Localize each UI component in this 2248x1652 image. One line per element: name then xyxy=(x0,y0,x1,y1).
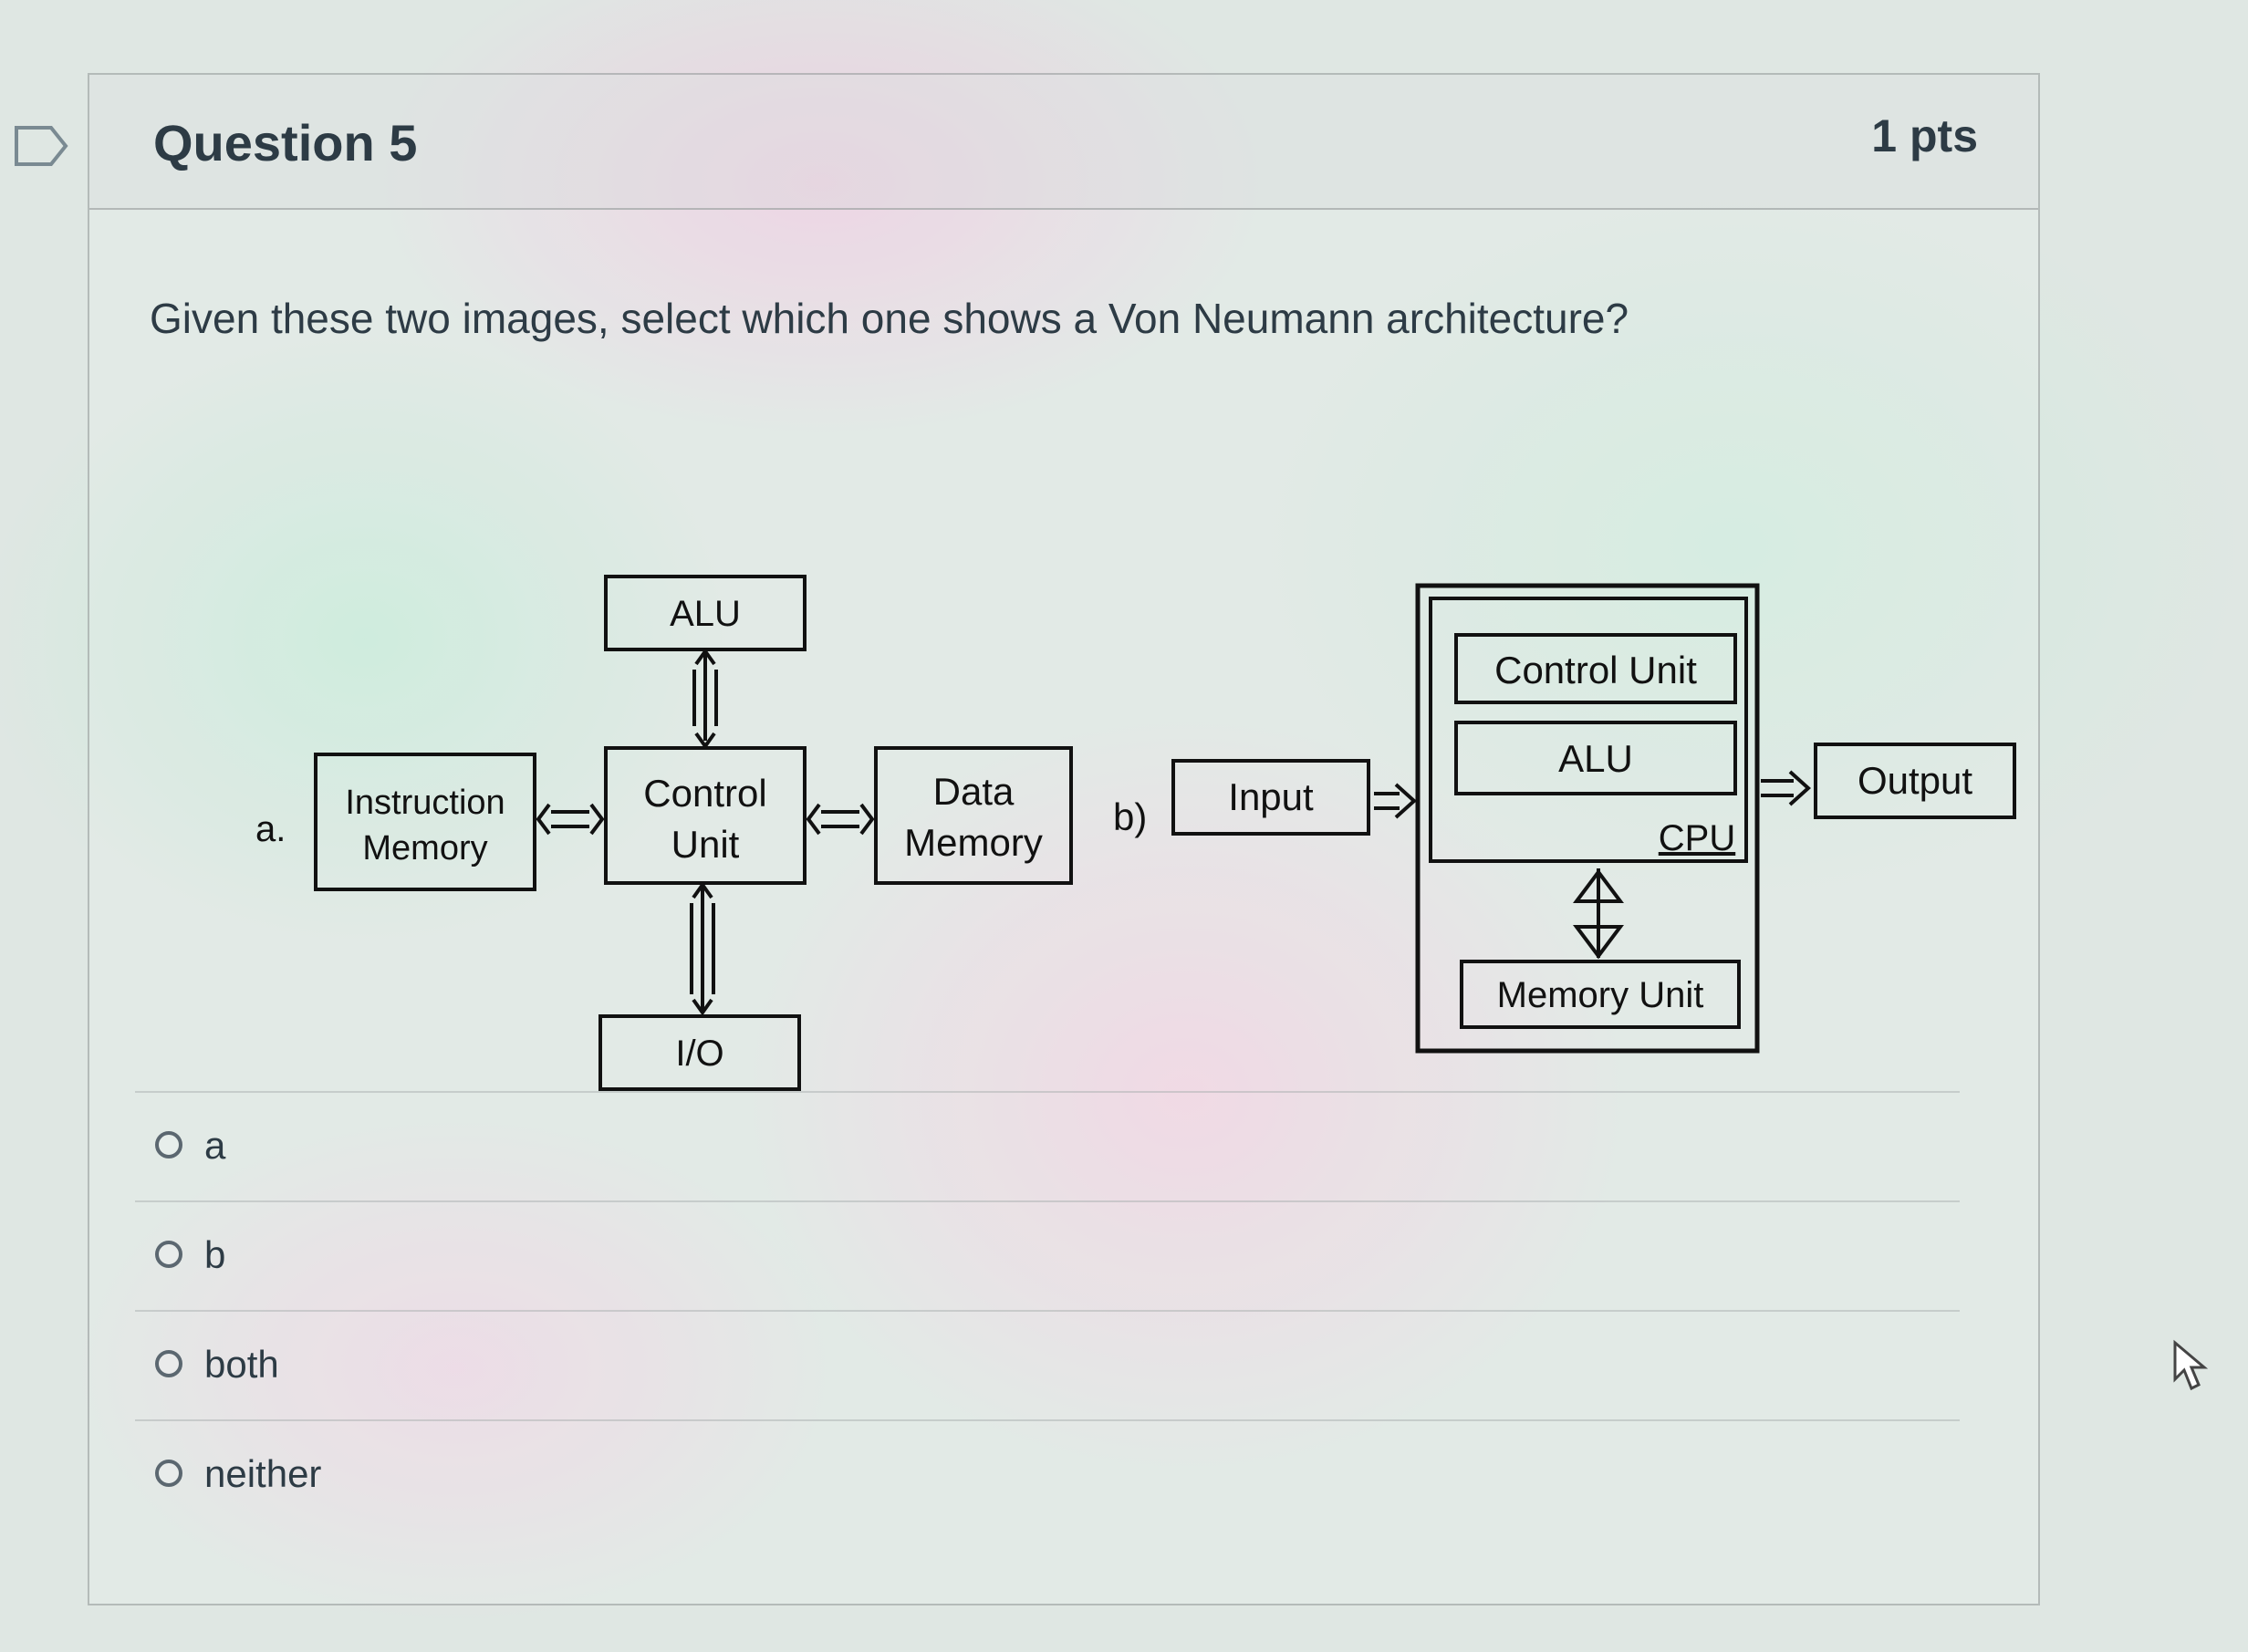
memory-unit-box xyxy=(1460,960,1741,1029)
arrow-cpu-output xyxy=(1761,770,1811,806)
answer-option-neither[interactable]: neither xyxy=(135,1419,1960,1529)
control-unit-label-b: Control Unit xyxy=(1494,649,1697,691)
architecture-diagrams: a. Instruction Memory ALU Control Unit D… xyxy=(255,575,2016,1091)
output-label: Output xyxy=(1858,759,1972,802)
diagram-a-label: a. xyxy=(255,809,286,849)
arrow-cpu-memory xyxy=(1573,868,1624,960)
answer-label-neither[interactable]: neither xyxy=(204,1452,322,1495)
instruction-memory-label-2: Memory xyxy=(362,829,487,868)
diagram-b-label: b) xyxy=(1113,795,1147,838)
answer-option-b[interactable]: b xyxy=(135,1200,1960,1310)
question-header: Question 5 1 pts xyxy=(89,75,2038,210)
instruction-memory-label-1: Instruction xyxy=(345,784,505,822)
data-memory-box xyxy=(874,746,1073,885)
data-memory-label-1: Data xyxy=(933,770,1015,813)
arrow-input-cpu xyxy=(1374,783,1417,819)
answer-label-b[interactable]: b xyxy=(204,1233,226,1276)
cpu-outer-box xyxy=(1415,583,1760,1054)
question-card: Question 5 1 pts Given these two images,… xyxy=(88,73,2040,1605)
radio-button-a[interactable] xyxy=(155,1131,182,1158)
cpu-inner-box xyxy=(1429,597,1748,863)
answer-option-a[interactable]: a xyxy=(135,1091,1960,1200)
alu-box-b xyxy=(1454,721,1737,795)
data-memory-label-2: Memory xyxy=(904,821,1043,864)
question-prompt: Given these two images, select which one… xyxy=(150,295,1629,342)
answer-label-both[interactable]: both xyxy=(204,1343,279,1386)
control-unit-label-a-2: Unit xyxy=(671,823,740,866)
arrow-control-data xyxy=(806,803,875,836)
io-label: I/O xyxy=(675,1034,723,1074)
bookmark-icon[interactable] xyxy=(13,124,69,168)
arrow-alu-control xyxy=(692,648,718,750)
memory-unit-label: Memory Unit xyxy=(1497,975,1704,1015)
alu-label-a: ALU xyxy=(670,594,741,634)
question-points: 1 pts xyxy=(1871,110,1978,161)
mouse-pointer-icon xyxy=(2173,1339,2209,1391)
io-box xyxy=(598,1014,801,1091)
answer-label-a[interactable]: a xyxy=(204,1124,226,1167)
answer-list: a b both neither xyxy=(135,1091,1960,1529)
instruction-memory-box xyxy=(314,753,536,891)
input-label: Input xyxy=(1228,775,1314,818)
control-unit-box-b xyxy=(1454,633,1737,704)
question-title: Question 5 xyxy=(153,114,418,171)
control-unit-label-a-1: Control xyxy=(643,772,766,815)
radio-button-both[interactable] xyxy=(155,1350,182,1377)
radio-button-b[interactable] xyxy=(155,1241,182,1268)
arrow-instruction-control xyxy=(536,803,605,836)
cpu-label: CPU xyxy=(1659,818,1735,858)
alu-label-b: ALU xyxy=(1558,737,1633,780)
output-box xyxy=(1814,743,2016,819)
input-box xyxy=(1171,759,1370,836)
answer-option-both[interactable]: both xyxy=(135,1310,1960,1419)
radio-button-neither[interactable] xyxy=(155,1460,182,1487)
arrow-control-io xyxy=(690,881,715,1016)
